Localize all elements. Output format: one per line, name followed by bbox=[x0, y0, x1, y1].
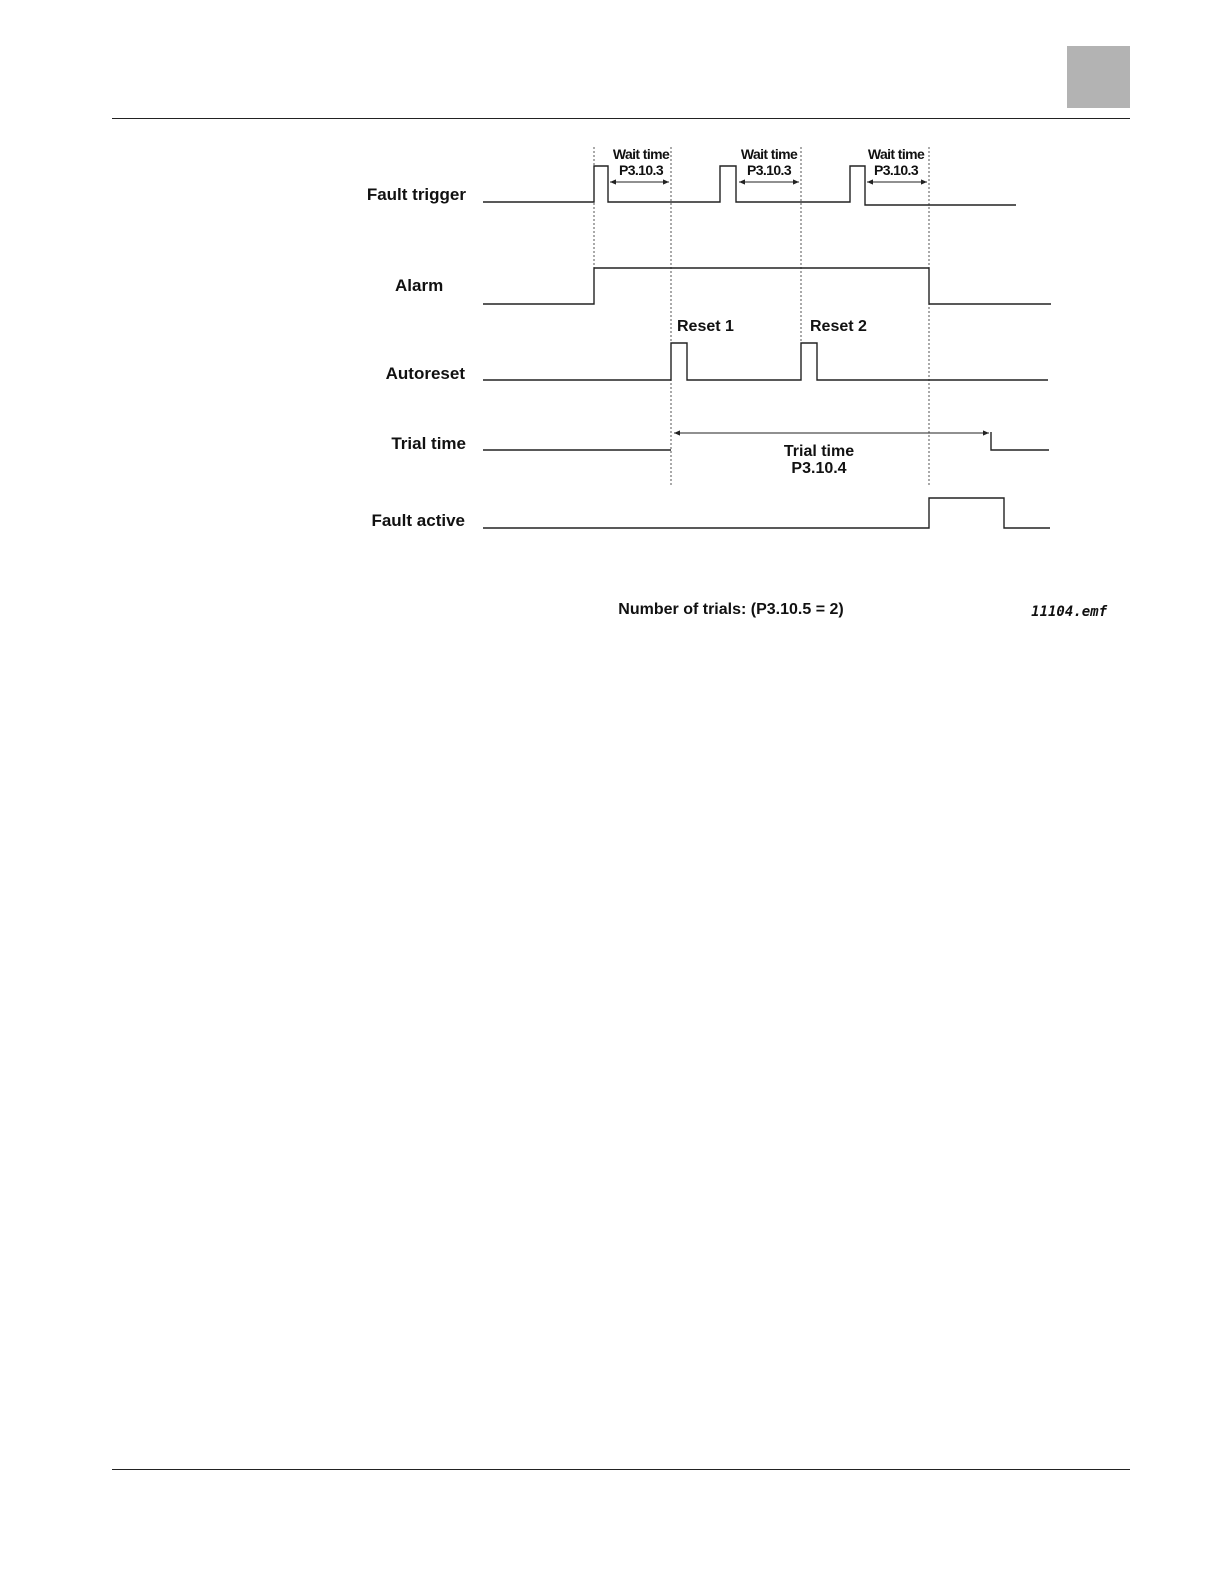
fault-trigger-label: Fault trigger bbox=[367, 185, 467, 204]
timing-diagram: Fault trigger Alarm Autoreset Trial time… bbox=[0, 0, 1225, 700]
alarm-label: Alarm bbox=[395, 276, 443, 295]
fault-active-wave bbox=[483, 498, 1050, 528]
alarm-wave bbox=[483, 268, 1051, 304]
trial-time-label: Trial time bbox=[391, 434, 466, 453]
wait-time-label: Wait time bbox=[741, 146, 798, 162]
reset-1-label: Reset 1 bbox=[677, 318, 734, 335]
trial-span-label: Trial time bbox=[784, 443, 854, 460]
autoreset-label: Autoreset bbox=[386, 364, 466, 383]
wait-time-param: P3.10.3 bbox=[619, 162, 664, 178]
filename-label: 11104.emf bbox=[1031, 604, 1107, 620]
wait-time-param: P3.10.3 bbox=[747, 162, 792, 178]
wait-time-label: Wait time bbox=[868, 146, 925, 162]
footer-rule bbox=[112, 1469, 1130, 1470]
trials-caption: Number of trials: (P3.10.5 = 2) bbox=[618, 601, 843, 618]
trial-time-wave-end bbox=[991, 432, 1049, 450]
trial-span-param: P3.10.4 bbox=[791, 460, 846, 477]
fault-active-label: Fault active bbox=[371, 511, 465, 530]
wait-time-label: Wait time bbox=[613, 146, 670, 162]
autoreset-wave bbox=[483, 343, 1048, 380]
reset-2-label: Reset 2 bbox=[810, 318, 867, 335]
wait-time-param: P3.10.3 bbox=[874, 162, 919, 178]
